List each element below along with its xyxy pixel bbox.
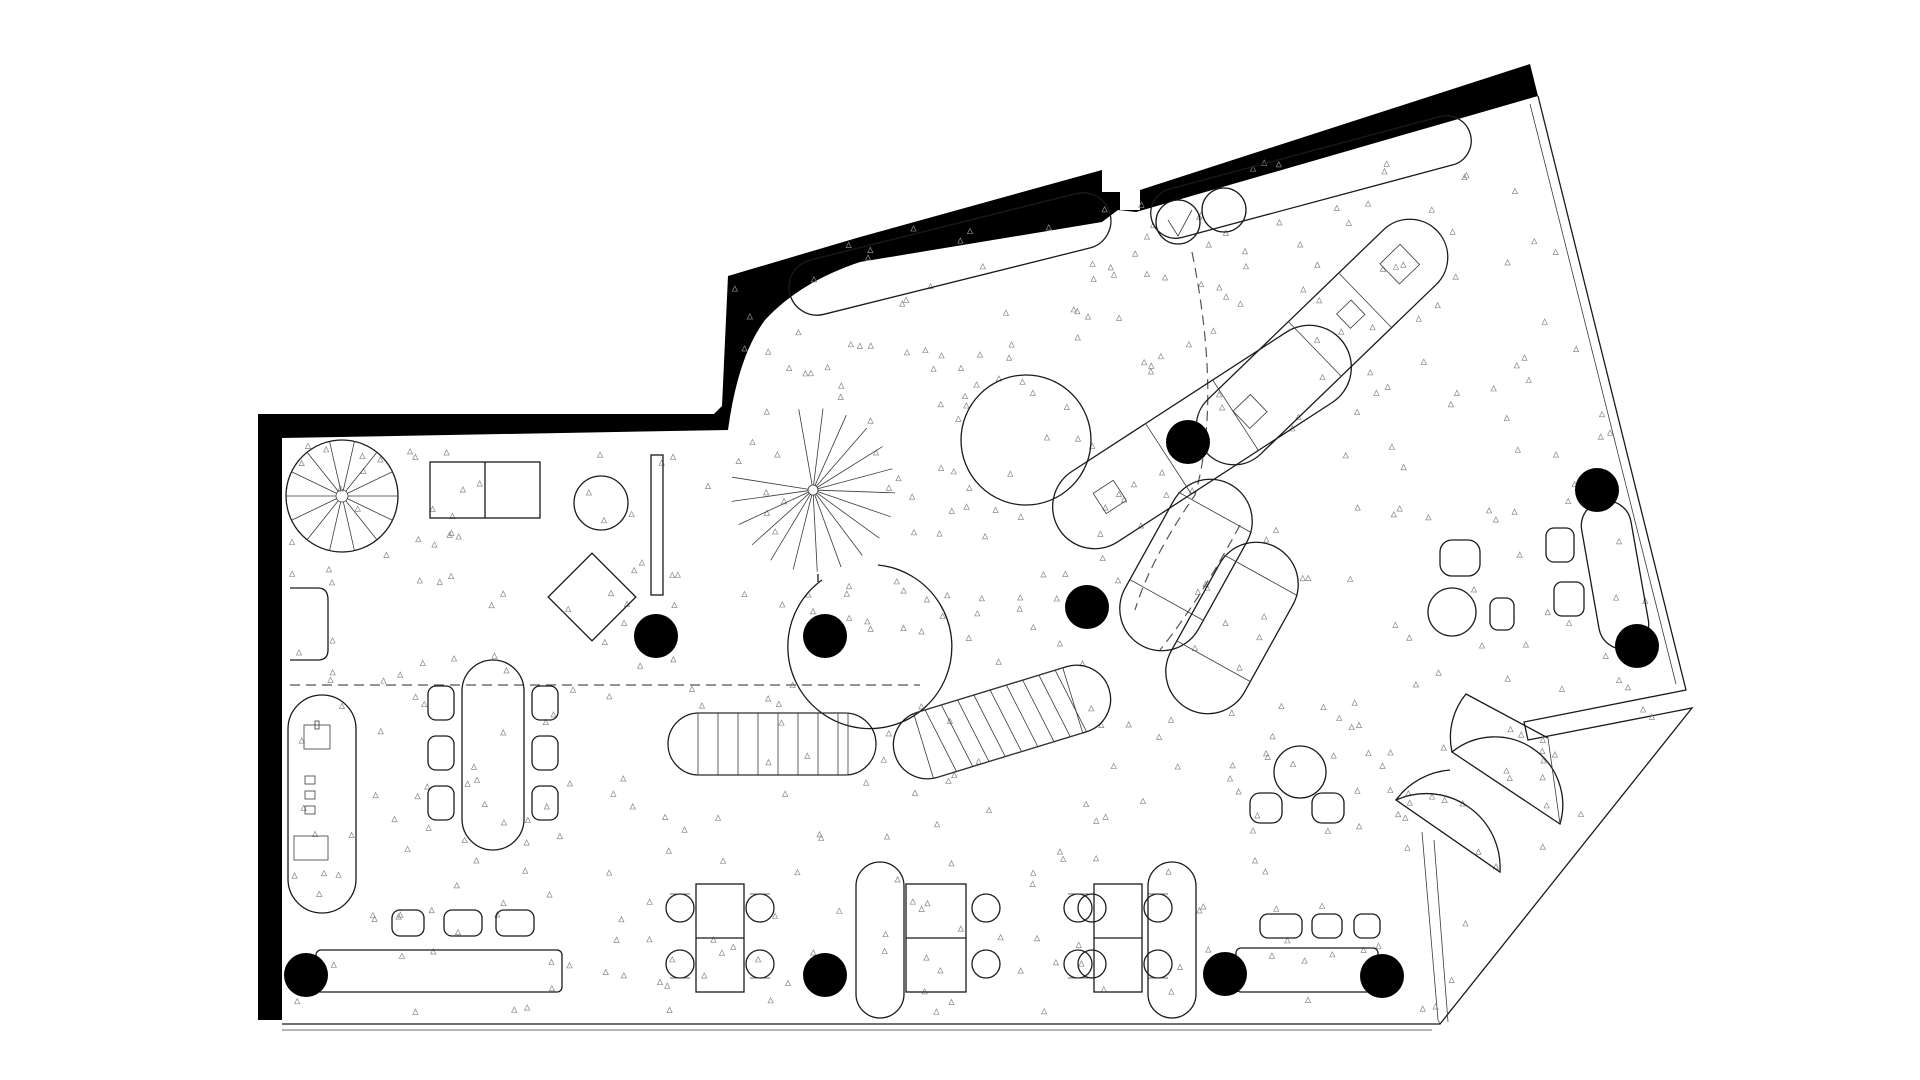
spiral-staircase-center bbox=[731, 408, 953, 730]
columns bbox=[284, 420, 1659, 998]
stair-straight bbox=[667, 712, 877, 776]
round-table-small bbox=[1249, 745, 1345, 824]
column-5 bbox=[1575, 468, 1619, 512]
column-1 bbox=[634, 614, 678, 658]
column-3 bbox=[1065, 585, 1109, 629]
dashed-lines bbox=[290, 251, 1241, 686]
spiral-staircase-left bbox=[285, 439, 399, 553]
island-north-upper bbox=[1195, 218, 1449, 466]
island-north-lower bbox=[1052, 324, 1352, 550]
column-10 bbox=[1360, 954, 1404, 998]
bench-bottom-left bbox=[315, 909, 563, 993]
left-zone-furniture bbox=[290, 454, 664, 661]
round-table-large bbox=[960, 374, 1092, 506]
island-center-upper bbox=[1119, 478, 1253, 652]
pivot-doors bbox=[1394, 693, 1564, 874]
column-8 bbox=[803, 953, 847, 997]
cafe-tables bbox=[665, 883, 1173, 993]
column-2 bbox=[803, 614, 847, 658]
column-9 bbox=[1203, 952, 1247, 996]
exterior-walls bbox=[258, 64, 1538, 1020]
dining-table-long bbox=[427, 659, 559, 851]
island-center-lower bbox=[1165, 541, 1299, 715]
column-7 bbox=[284, 953, 328, 997]
bench-bottom-right bbox=[1235, 913, 1381, 993]
window-benches bbox=[788, 115, 1472, 316]
stair-angled bbox=[892, 664, 1112, 780]
glazing-outline bbox=[282, 95, 1694, 1031]
floor-texture bbox=[288, 159, 1656, 1015]
banquettes bbox=[855, 861, 1197, 1019]
lounge-right bbox=[1427, 500, 1650, 650]
kitchen-counter bbox=[287, 694, 357, 914]
column-6 bbox=[1615, 624, 1659, 668]
column-4 bbox=[1166, 420, 1210, 464]
